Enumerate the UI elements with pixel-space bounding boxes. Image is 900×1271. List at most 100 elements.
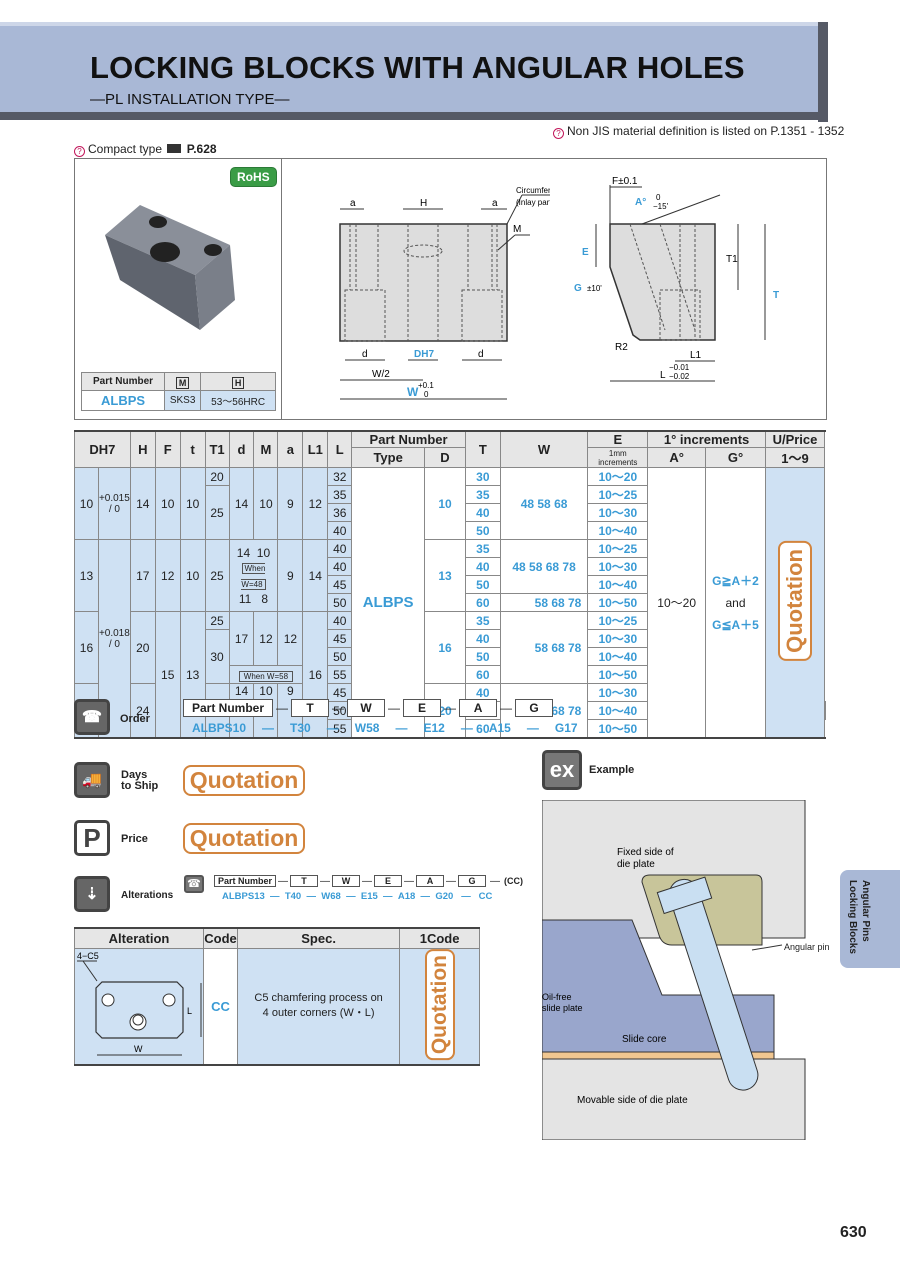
content <box>339 223 508 342</box>
content <box>82 960 98 982</box>
table-cell: 10～25 <box>587 539 649 558</box>
content: F±0.1 <box>612 176 638 187</box>
col-f: F <box>154 430 181 468</box>
content: L1 <box>690 350 702 361</box>
table-cell: 24 <box>129 683 156 739</box>
table-cell: 55 <box>327 665 353 684</box>
table-cell: 9 <box>277 539 304 612</box>
compact-type-label: Compact type <box>88 142 163 156</box>
page-subtitle: —PL INSTALLATION TYPE— <box>90 91 290 108</box>
page-number: 630 <box>840 1224 867 1241</box>
content: L <box>187 1006 192 1016</box>
content: G17 <box>554 721 578 735</box>
table-cell: 10～20 <box>587 467 649 486</box>
compact-page-link[interactable]: P.628 <box>186 142 217 156</box>
table-cell: 10 <box>253 467 279 540</box>
table-cell: +0.015 / 0 <box>97 467 131 540</box>
side-view-drawing: F±0.1 A° 0 −15' E G ±10' T1 T R2 L1 L −0… <box>574 176 779 382</box>
table-cell: 10～30 <box>587 629 649 648</box>
table-cell: 12 <box>154 539 181 612</box>
example-icon: ex <box>542 750 582 790</box>
table-cell: 50 <box>464 521 501 540</box>
content: 10 <box>256 545 271 560</box>
content: Movable side of die plate <box>577 1095 688 1106</box>
content: A <box>459 699 498 717</box>
content <box>751 944 783 951</box>
content: W/2 <box>372 369 390 380</box>
content: E <box>374 875 403 887</box>
col-m: M <box>253 430 279 468</box>
content: H <box>420 198 427 209</box>
content: T <box>290 875 319 887</box>
content: Angular Pins <box>860 880 871 942</box>
spec-table: DH7 H F t T1 d M a L1 L Part Number T W … <box>74 430 826 739</box>
product-panel <box>74 158 827 420</box>
content: 11 <box>238 591 252 606</box>
alt-price-quotation[interactable]: Quotation <box>399 947 480 1066</box>
table-cell: 60 <box>464 719 501 739</box>
table-cell: 14 <box>302 539 329 612</box>
table-cell: 50 <box>464 575 501 594</box>
content <box>656 876 713 915</box>
telephone-icon: ☎ <box>184 875 204 893</box>
movable-plate <box>542 1058 806 1140</box>
price-quotation[interactable]: Quotation <box>764 467 826 739</box>
table-cell: 35 <box>464 485 501 504</box>
content: — <box>490 876 501 887</box>
content: and <box>725 595 746 610</box>
mt-part: ALBPS <box>80 390 166 411</box>
material-table: Part Number M H ALBPS SKS3 53～56HRC <box>80 372 276 411</box>
content: to Ship <box>121 780 159 792</box>
content: Fixed side of <box>617 847 674 858</box>
content <box>105 205 230 275</box>
content <box>101 993 115 1007</box>
non-jis-link[interactable]: Non JIS material definition is listed on… <box>567 124 845 138</box>
col-W: W <box>499 430 589 468</box>
col-part-number: Part Number <box>351 430 466 448</box>
col-d: d <box>228 430 255 468</box>
table-cell: 12 <box>302 467 329 540</box>
col-E: E <box>587 430 649 448</box>
days-to-ship-quotation[interactable]: Quotation <box>183 765 305 796</box>
col-increments: 1° increments <box>647 430 766 448</box>
alt-col-spec: Spec. <box>236 927 401 949</box>
table-cell: 60 <box>464 593 501 612</box>
content <box>497 234 516 251</box>
mt-material: SKS3 <box>164 390 202 411</box>
col-A: A° <box>647 447 707 468</box>
content: G≦A＋5 <box>712 617 759 632</box>
content: −0.01 <box>669 363 690 372</box>
truck-icon: 🚚 <box>74 762 110 798</box>
type-cell: ALBPS <box>351 467 426 739</box>
a-range: 10～20 <box>647 467 707 739</box>
content: E15 <box>360 891 378 902</box>
table-cell: 40 <box>464 503 501 522</box>
col-type: Type <box>351 447 426 468</box>
table-cell: 16 <box>424 611 466 684</box>
content <box>629 223 701 341</box>
content: 8 <box>261 591 269 606</box>
price-quotation[interactable]: Quotation <box>183 823 305 854</box>
divider <box>281 158 282 420</box>
table-cell: 48 58 68 <box>499 467 589 540</box>
content: A° <box>635 197 646 208</box>
content: −0.02 <box>669 372 690 381</box>
table-cell: 50 <box>327 701 353 720</box>
table-cell: 50 <box>327 647 353 666</box>
mt-header-h: H <box>200 372 276 391</box>
table-cell: 14 <box>228 467 255 540</box>
col-t1: T1 <box>204 430 230 468</box>
hole-icon <box>149 216 167 228</box>
table-cell: 25 <box>204 611 230 630</box>
content: DH7 <box>414 349 434 360</box>
table-cell: 12 <box>277 611 304 666</box>
content: W <box>332 875 361 887</box>
table-cell: 35 <box>464 611 501 630</box>
table-cell: 45 <box>327 683 353 702</box>
section-tab[interactable] <box>840 870 900 968</box>
content <box>132 1014 144 1026</box>
non-jis-note: ?Non JIS material definition is listed o… <box>553 124 844 139</box>
table-cell: 17 <box>228 611 255 666</box>
